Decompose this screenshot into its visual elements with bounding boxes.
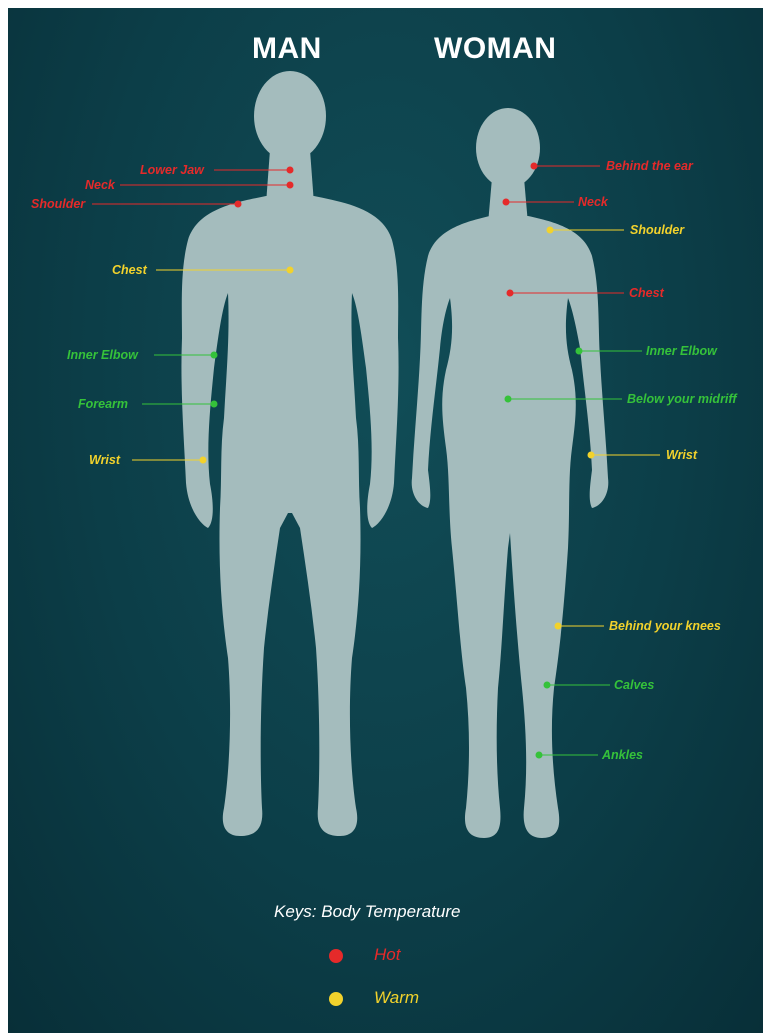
woman-annotation-label: Behind your knees [609, 619, 721, 633]
man-annotation-marker-dot [287, 267, 294, 274]
man-annotation-label: Neck [85, 178, 115, 192]
woman-annotation-label: Calves [614, 678, 654, 692]
man-annotation-marker-dot [200, 457, 207, 464]
man-annotation-label: Forearm [78, 397, 128, 411]
key-title: Keys: Body Temperature [274, 902, 460, 922]
man-annotation-marker-dot [287, 182, 294, 189]
woman-annotation-marker-dot [536, 752, 543, 759]
woman-annotation-label: Below your midriff [627, 392, 737, 406]
woman-annotation-marker-dot [588, 452, 595, 459]
woman-annotation-label: Neck [578, 195, 608, 209]
man-annotation-label: Inner Elbow [67, 348, 138, 362]
woman-annotation-label: Behind the ear [606, 159, 693, 173]
man-annotation-label: Chest [112, 263, 147, 277]
woman-annotation-marker-dot [503, 199, 510, 206]
man-annotation-marker-dot [235, 201, 242, 208]
woman-annotation-label: Chest [629, 286, 664, 300]
man-annotation-label: Shoulder [31, 197, 85, 211]
man-annotation-label: Wrist [89, 453, 120, 467]
woman-annotation-marker-dot [547, 227, 554, 234]
woman-annotation-label: Ankles [602, 748, 643, 762]
key-hot-label: Hot [374, 945, 400, 965]
man-annotation-marker-dot [287, 167, 294, 174]
woman-annotation-marker-dot [555, 623, 562, 630]
woman-figure [412, 108, 609, 838]
key-warm-dot [329, 992, 343, 1006]
key-hot-dot [329, 949, 343, 963]
woman-annotation-label: Shoulder [630, 223, 684, 237]
woman-annotation-marker-dot [544, 682, 551, 689]
man-annotation-marker-dot [211, 401, 218, 408]
woman-annotation-label: Wrist [666, 448, 697, 462]
man-annotation-marker-dot [211, 352, 218, 359]
man-annotation-label: Lower Jaw [140, 163, 204, 177]
woman-annotation-marker-dot [505, 396, 512, 403]
woman-annotation-marker-dot [576, 348, 583, 355]
woman-annotation-label: Inner Elbow [646, 344, 717, 358]
woman-annotation-marker-dot [507, 290, 514, 297]
key-warm-label: Warm [374, 988, 419, 1008]
woman-annotation-marker-dot [531, 163, 538, 170]
